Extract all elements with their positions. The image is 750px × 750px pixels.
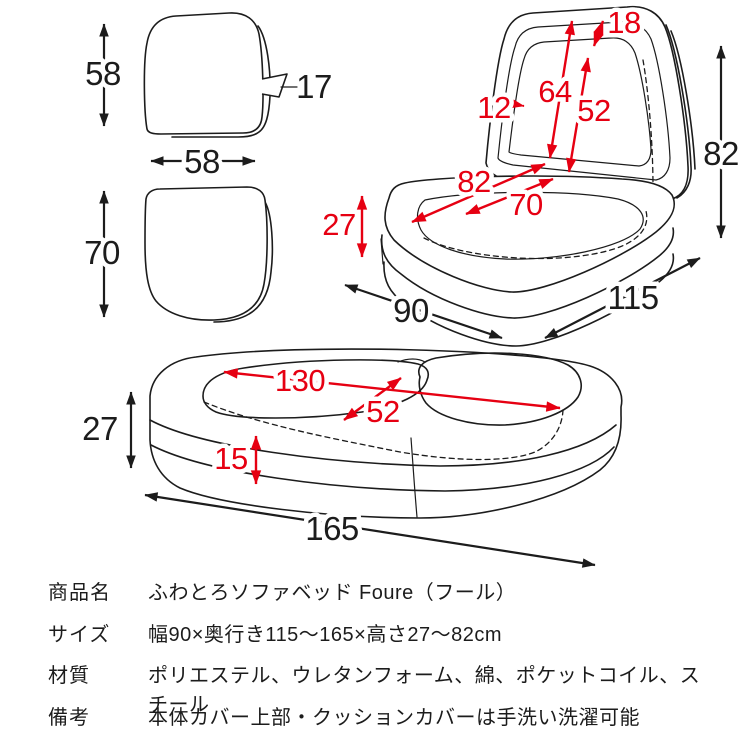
dim-bed-total-length-label: 165: [305, 510, 359, 547]
spec-label: 商品名: [48, 582, 111, 604]
dim-seat-height-label: 27: [322, 207, 355, 242]
spec-table: 商品名 ふわとろソファベッド Foure（フール） サイズ 幅90×奥行き115…: [48, 576, 718, 742]
dim-bed-sleeping-width-arrow: [343, 377, 402, 421]
dim-bed-sleeping-width-label: 52: [366, 394, 399, 429]
dim-bed-total-length-arrow: [144, 492, 596, 568]
spec-value: 幅90×奥行き115～165×高さ27～82cm: [148, 623, 503, 646]
cushion-tab: [261, 73, 288, 98]
dim-seat-width-label: 82: [457, 164, 490, 199]
spec-value: 本体カバー上部・クッションカバーは手洗い洗濯可能: [148, 706, 640, 729]
dim-back-cushion-height-label: 58: [85, 55, 121, 92]
dim-backrest-top-thickness-arrow: [592, 20, 605, 47]
dim-backrest-top-thickness-label: 18: [607, 5, 640, 40]
dim-chair-total-height-label: 82: [703, 135, 739, 172]
spec-row-product-name: 商品名 ふわとろソファベッド Foure（フール）: [48, 576, 718, 618]
spec-label: 備考: [48, 706, 90, 729]
spec-value: ポリエステル、ウレタンフォーム、綿、ポケットコイル、スチール: [148, 665, 701, 716]
sofa-bed-flat-drawing: [149, 348, 623, 519]
spec-label: 材質: [48, 665, 90, 687]
spec-row-size: サイズ 幅90×奥行き115～165×高さ27～82cm: [48, 618, 718, 660]
dim-seat-cushion-width-arrow: [465, 177, 554, 216]
spec-row-material: 材質 ポリエステル、ウレタンフォーム、綿、ポケットコイル、スチール: [48, 659, 718, 716]
seat-cushion-drawing: [144, 186, 274, 323]
dim-chair-width-label: 90: [393, 292, 429, 329]
dim-backrest-side-thickness-arrow: [508, 99, 525, 109]
dim-backrest-cushion-height-arrow: [566, 57, 591, 173]
spec-label: サイズ: [48, 623, 111, 646]
dim-backrest-inner-height-label: 64: [538, 74, 572, 109]
dim-chair-width-arrow: [344, 283, 503, 340]
dim-backrest-inner-height-arrow: [547, 20, 575, 159]
dim-bed-sleeping-length-label: 130: [275, 363, 325, 398]
dim-bed-height-label: 27: [82, 410, 118, 447]
dim-backrest-cushion-height-label: 52: [577, 93, 610, 128]
spec-value: ふわとろソファベッド Foure（フール）: [148, 582, 517, 604]
dim-cushion-width-label: 58: [184, 143, 220, 180]
dim-bed-base-height-label: 15: [214, 441, 247, 476]
spec-row-notes: 備考 本体カバー上部・クッションカバーは手洗い洗濯可能: [48, 701, 718, 743]
back-cushion-drawing: [143, 12, 298, 138]
dim-seat-cushion-height-label: 70: [84, 234, 120, 271]
dimension-annotations: 58 17 58 70 18 64 52 12 82 70 27 82 115 …: [78, 1, 744, 568]
diagram-canvas: 58 17 58 70 18 64 52 12 82 70 27 82 115 …: [78, 1, 744, 568]
dim-chair-depth-label: 115: [607, 279, 658, 316]
dim-back-cushion-thickness-label: 17: [296, 68, 332, 105]
dim-seat-cushion-width-label: 70: [509, 187, 543, 222]
dim-chair-depth-arrow: [544, 257, 701, 339]
dim-backrest-side-thickness-label: 12: [477, 90, 510, 125]
